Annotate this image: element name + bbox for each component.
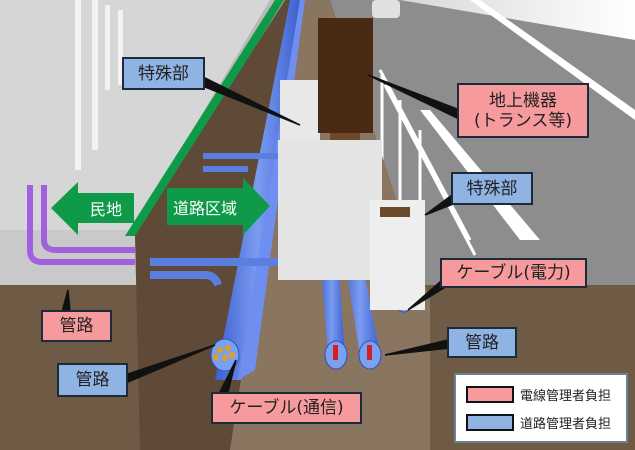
callout-text: 特殊部 <box>466 178 518 199</box>
legend-item-power-company: 電線管理者負担 <box>466 385 611 404</box>
legend-item-road-admin: 道路管理者負担 <box>466 413 611 432</box>
boundary-line <box>125 0 284 236</box>
callout-text: 特殊部 <box>138 63 189 84</box>
private-conduit-callout: 管路 <box>41 310 112 342</box>
conduit-callout-left: 管路 <box>57 363 128 397</box>
callout-text: ケーブル(電力) <box>456 263 571 283</box>
power-cable-callout: ケーブル(電力) <box>440 258 587 288</box>
ground-equipment-callout: 地上機器 (トランス等) <box>457 83 589 138</box>
callout-text: (トランス等) <box>474 110 572 131</box>
telecom-cable-callout: ケーブル(通信) <box>211 392 362 424</box>
ground-equipment-box <box>318 18 373 133</box>
legend-label: 道路管理者負担 <box>520 417 612 432</box>
special-section-callout-top: 特殊部 <box>122 57 205 90</box>
callout-text: 管路 <box>59 316 94 336</box>
callout-text: ケーブル(通信) <box>229 398 344 418</box>
private-land-arrow <box>51 182 134 235</box>
road-area-arrow <box>167 178 270 235</box>
private-land-label: 民地 <box>89 200 122 219</box>
callout-text: 管路 <box>465 332 499 353</box>
legend-swatch-pink <box>466 386 514 403</box>
special-section-callout-right: 特殊部 <box>451 172 533 205</box>
legend-swatch-blue <box>466 414 514 431</box>
road-area-label: 道路区域 <box>172 198 237 218</box>
conduit-callout-right: 管路 <box>447 327 517 358</box>
callout-text: 地上機器 <box>489 90 557 111</box>
callout-text: 管路 <box>75 370 110 390</box>
legend-label: 電線管理者負担 <box>520 389 612 404</box>
legend: 電線管理者負担 道路管理者負担 <box>454 373 628 443</box>
